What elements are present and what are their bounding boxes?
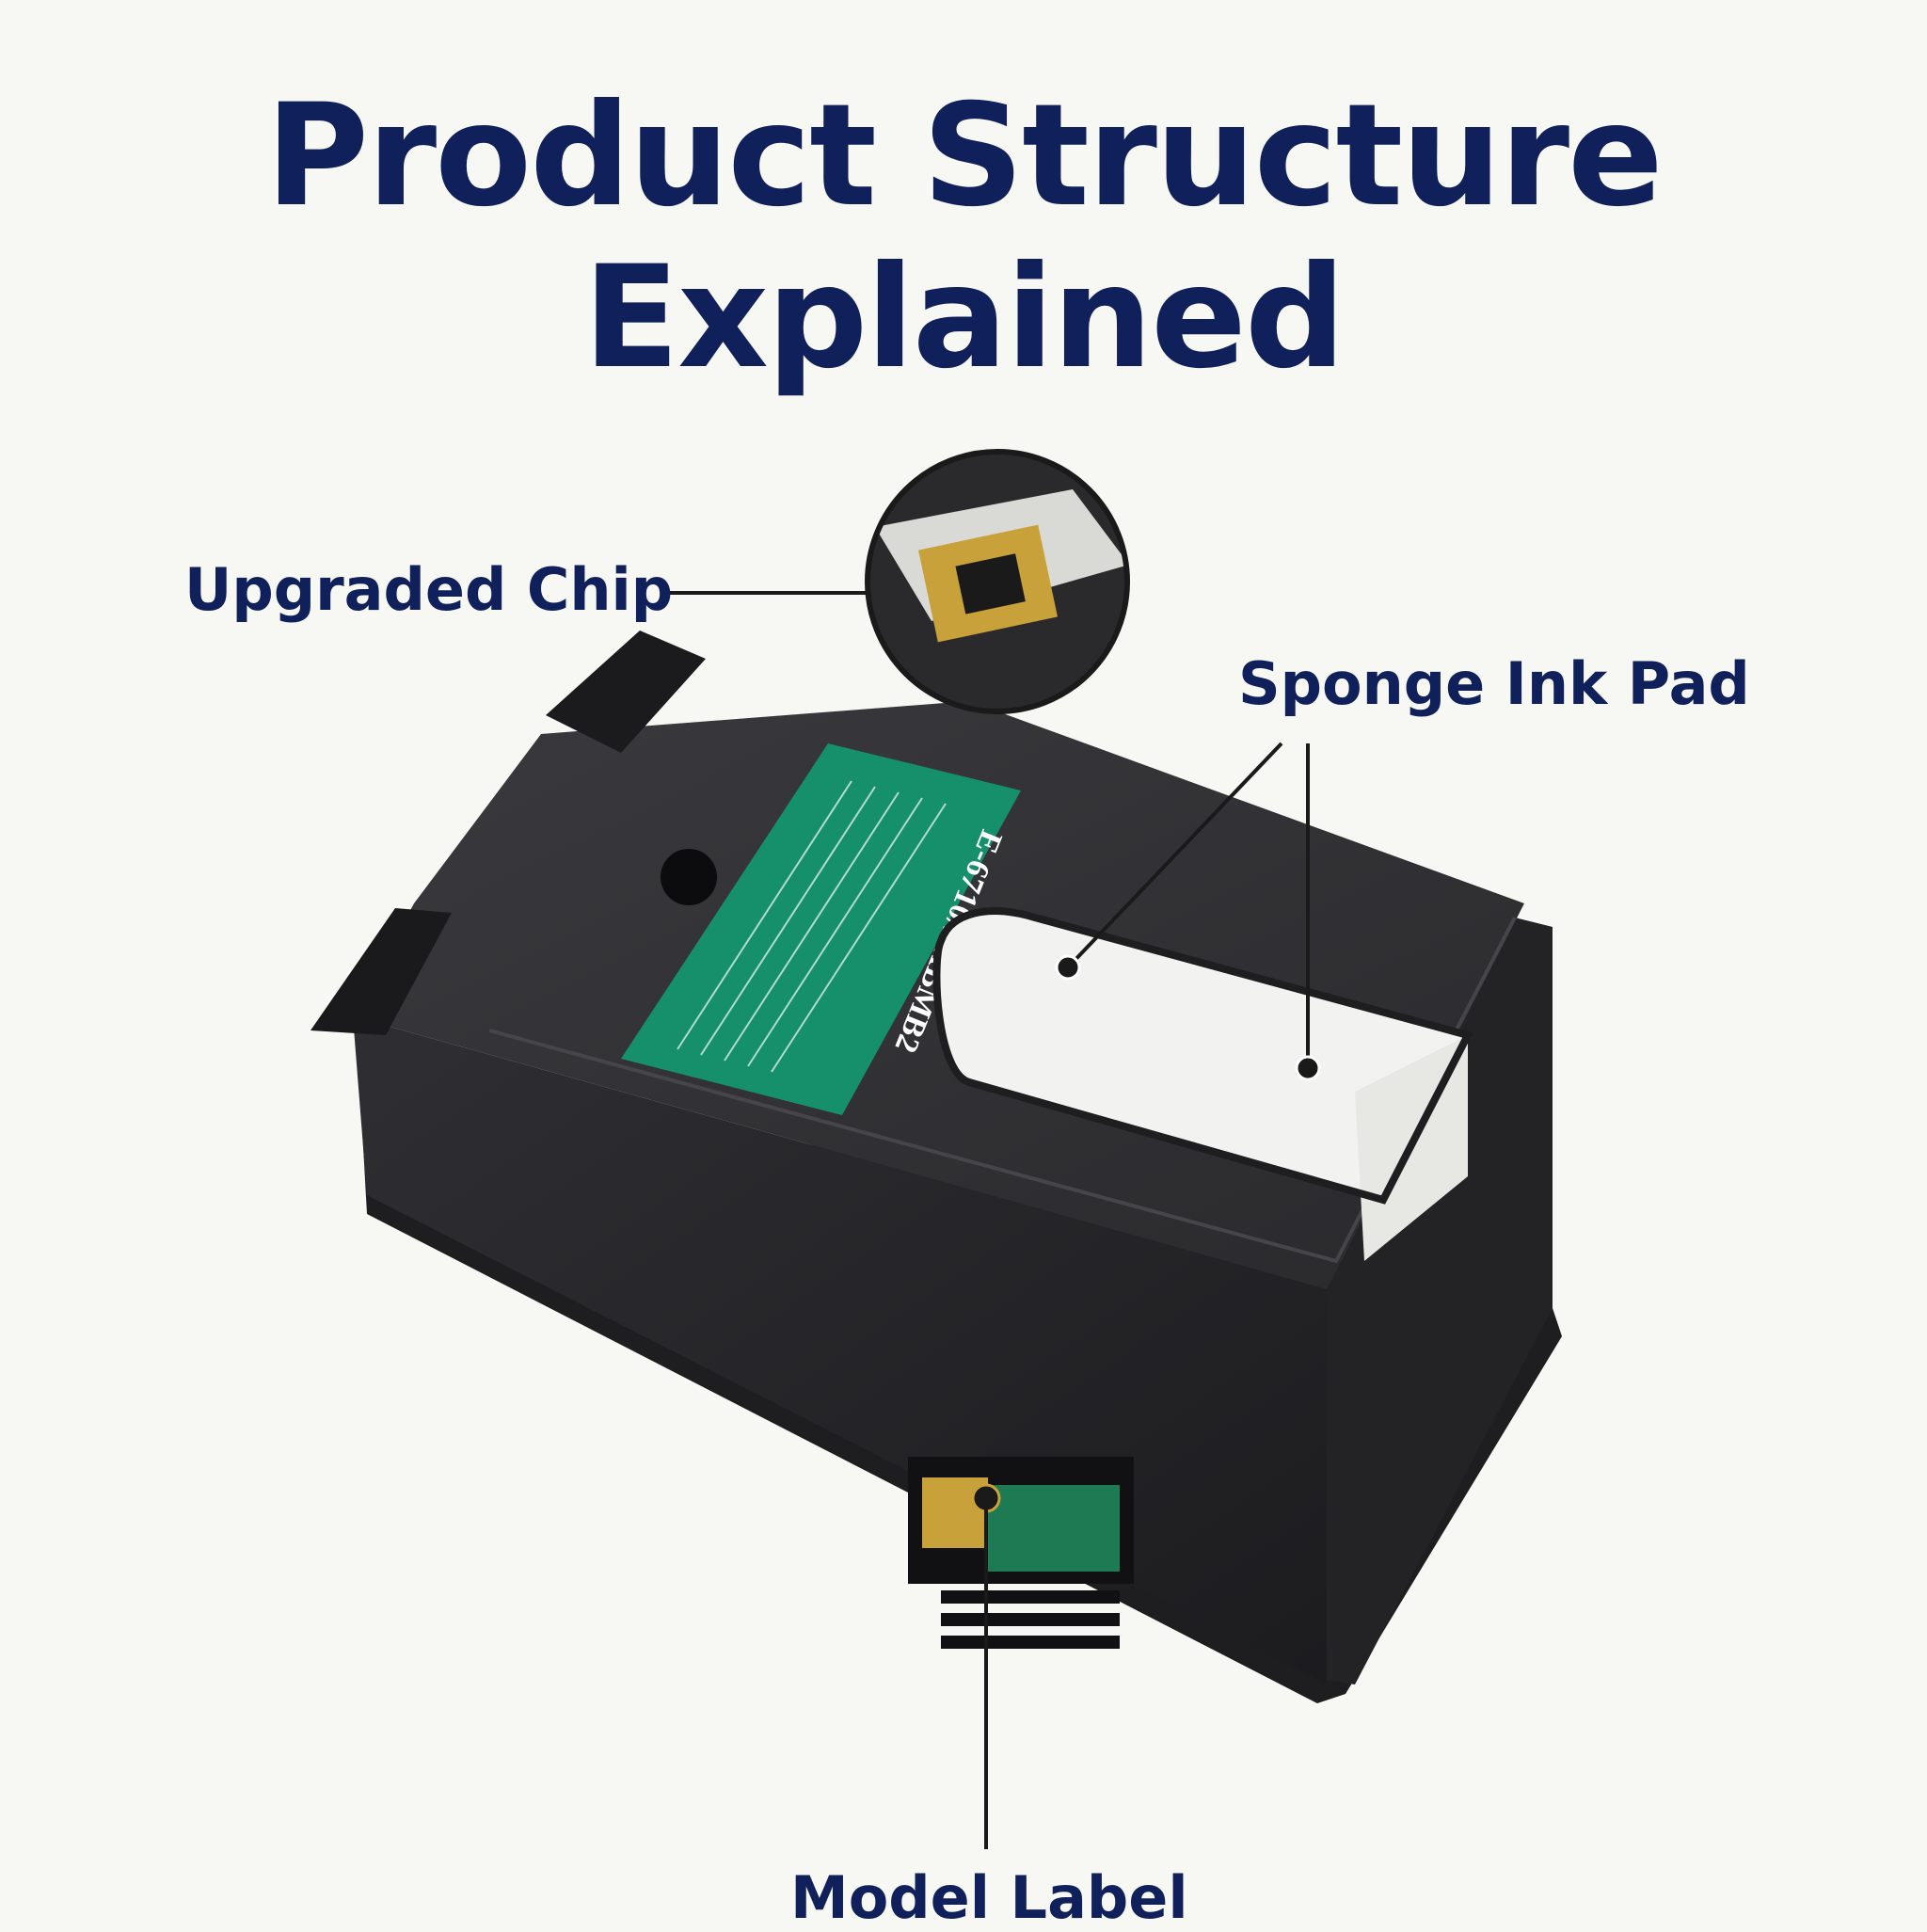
sponge-window-frame <box>932 907 1473 1205</box>
box-side-face <box>1322 918 1553 1685</box>
top-hole <box>661 849 717 905</box>
zoom-chip-core <box>955 553 1026 615</box>
front-vent <box>941 1590 1120 1649</box>
callout-upgraded-chip: Upgraded Chip <box>184 555 674 624</box>
callout-model-label: Model Label <box>790 1863 1188 1932</box>
sponge-window <box>936 911 1468 1200</box>
chip-pcb <box>988 1485 1120 1572</box>
chip-zoom-inset <box>865 449 1130 714</box>
box-left-wall <box>311 908 452 1035</box>
page-title: Product Structure Explained <box>0 75 1927 399</box>
box-left-post <box>546 631 706 753</box>
front-chip <box>908 1457 1134 1649</box>
sponge-ink-pad <box>932 907 1473 1261</box>
sponge-leader-line-1 <box>1066 742 1283 969</box>
top-label-sticker <box>621 743 1021 1115</box>
sponge-leader-dot-2 <box>1295 1055 1321 1081</box>
title-line-1: Product Structure <box>265 74 1664 238</box>
title-line-2: Explained <box>582 236 1346 400</box>
callout-sponge-ink-pad: Sponge Ink Pad <box>1238 649 1750 718</box>
sponge-leader-dot-1 <box>1055 954 1081 981</box>
